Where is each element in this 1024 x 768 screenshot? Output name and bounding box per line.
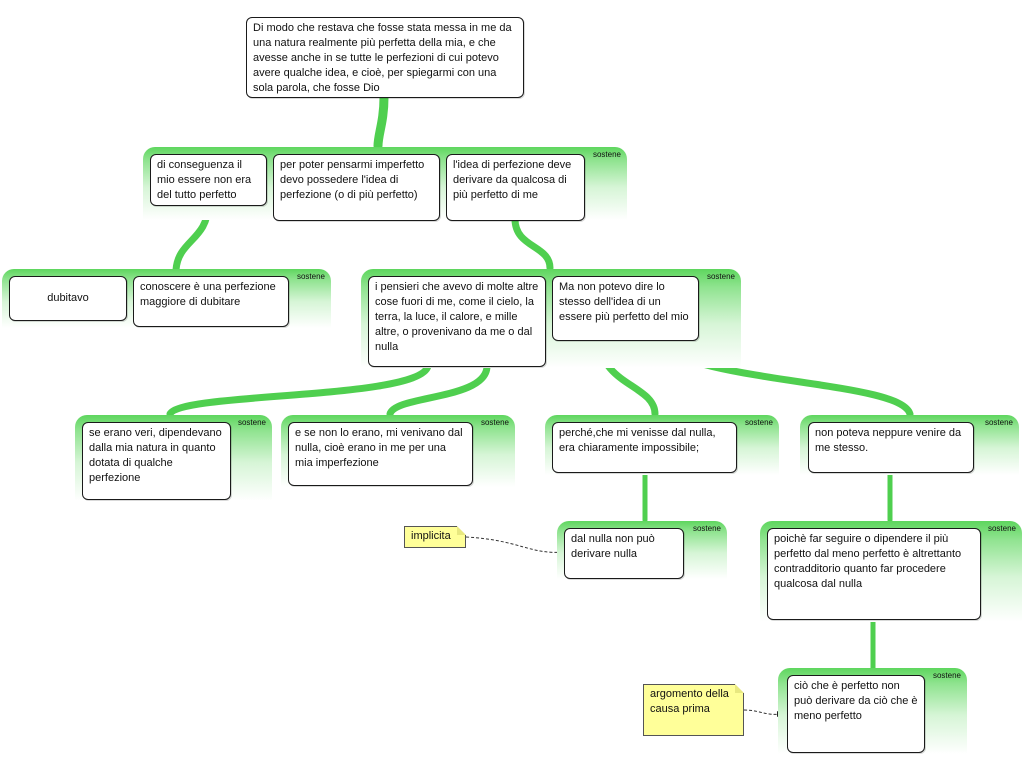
- concept-node[interactable]: e se non lo erano, mi venivano dal nulla…: [288, 422, 473, 486]
- connector: [511, 215, 554, 272]
- relation-label: sostene: [987, 524, 1016, 533]
- note-argomento[interactable]: argomento della causa prima: [643, 684, 744, 736]
- concept-node[interactable]: non poteva neppure venire da me stesso.: [808, 422, 974, 473]
- connector: [373, 92, 389, 151]
- relation-label: sostene: [706, 272, 735, 281]
- concept-node[interactable]: dal nulla non può derivare nulla: [564, 528, 684, 579]
- relation-label: sostene: [592, 150, 621, 159]
- note-link: [465, 536, 566, 553]
- note-fold-icon: [457, 526, 466, 535]
- relation-label: sostene: [984, 418, 1013, 427]
- concept-node[interactable]: ciò che è perfetto non può derivare da c…: [787, 675, 925, 753]
- relation-label: sostene: [237, 418, 266, 427]
- concept-node[interactable]: i pensieri che avevo di molte altre cose…: [368, 276, 546, 367]
- connector: [166, 362, 432, 418]
- concept-node[interactable]: perché,che mi venisse dal nulla, era chi…: [552, 422, 737, 473]
- relation-label: sostene: [692, 524, 721, 533]
- root-node[interactable]: Di modo che restava che fosse stata mess…: [246, 17, 524, 98]
- relation-label: sostene: [932, 671, 961, 680]
- relation-label: sostene: [744, 418, 773, 427]
- note-text: implicita: [411, 530, 451, 542]
- connector: [386, 362, 491, 418]
- concept-node[interactable]: poichè far seguire o dipendere il più pe…: [767, 528, 981, 620]
- concept-node[interactable]: Ma non potevo dire lo stesso dell'idea d…: [552, 276, 699, 341]
- concept-node[interactable]: di conseguenza il mio essere non era del…: [150, 154, 267, 206]
- note-fold-icon: [735, 684, 744, 693]
- concept-node[interactable]: conoscere è una perfezione maggiore di d…: [133, 276, 289, 327]
- note-text: argomento della causa prima: [650, 688, 729, 715]
- concept-node[interactable]: se erano veri, dipendevano dalla mia nat…: [82, 422, 231, 500]
- concept-node[interactable]: l'idea di perfezione deve derivare da qu…: [446, 154, 585, 221]
- relation-label: sostene: [296, 272, 325, 281]
- concept-node[interactable]: dubitavo: [9, 276, 127, 321]
- relation-label: sostene: [480, 418, 509, 427]
- concept-node[interactable]: per poter pensarmi imperfetto devo posse…: [273, 154, 440, 221]
- note-implicita[interactable]: implicita: [404, 526, 466, 548]
